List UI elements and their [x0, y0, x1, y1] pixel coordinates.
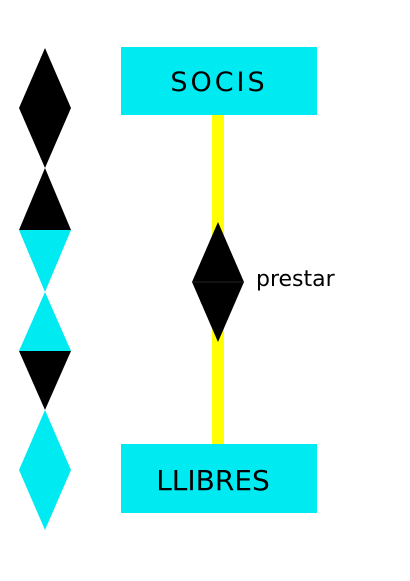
legend-diamond-cyan-cyan — [19, 410, 71, 530]
entity-label-socis: SOCIS — [170, 67, 267, 98]
legend-diamond-cyan-black — [19, 292, 71, 410]
legend-diamond-black-cyan — [19, 168, 71, 292]
legend-diamond-column — [19, 48, 71, 530]
relationship-diamond-prestar[interactable] — [192, 222, 244, 342]
legend-diamond-black-black — [19, 48, 71, 168]
entity-box-socis[interactable]: SOCIS — [121, 47, 317, 115]
entity-label-llibres: LLIBRES — [156, 464, 270, 497]
relationship-label-prestar: prestar — [256, 267, 336, 292]
entity-box-llibres[interactable]: LLIBRES — [121, 444, 317, 513]
